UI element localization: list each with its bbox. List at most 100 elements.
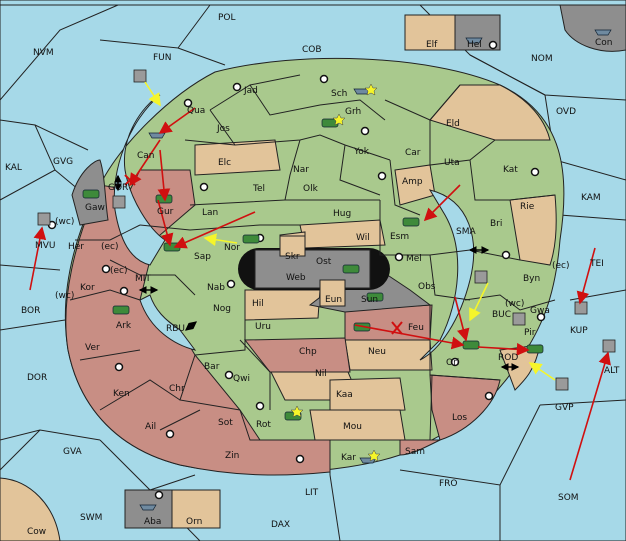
land-label: Jos xyxy=(216,124,230,134)
land-label: Rot xyxy=(256,420,271,430)
land-label: Amp xyxy=(402,177,423,187)
land-label: Nar xyxy=(293,165,309,175)
tank-icon xyxy=(402,217,420,227)
land-label: Cow xyxy=(27,527,46,537)
supply-center-icon xyxy=(319,74,329,84)
land-label: Pir xyxy=(524,328,536,338)
land-label: Nab xyxy=(207,283,225,293)
supply-center-icon xyxy=(295,454,305,464)
land-label: Hil xyxy=(252,299,264,309)
sea-label: RBU xyxy=(166,324,185,334)
tank-icon xyxy=(342,264,360,274)
land-label: Aba xyxy=(144,517,161,527)
sea-label-layer: POL NVM FUN COB NOM OVD KAL GVG KAM SMA … xyxy=(5,13,604,530)
land-label: Ail xyxy=(145,422,156,432)
sea-label: SMA xyxy=(456,227,476,237)
land-label: Olk xyxy=(303,184,319,194)
supply-center-icon xyxy=(377,171,387,181)
sea-label: BUC xyxy=(492,310,511,320)
sea-label: COB xyxy=(302,45,322,55)
land-label: Hel xyxy=(467,40,482,50)
order-arrows xyxy=(29,107,611,481)
land-label: Orl xyxy=(446,358,459,368)
inner-sea-east xyxy=(419,189,475,361)
star-icon xyxy=(364,83,378,96)
land-label: Chp xyxy=(299,347,317,357)
supply-center-icon xyxy=(119,286,129,296)
supply-center-icon xyxy=(488,40,498,50)
supply-center-icon xyxy=(536,312,546,322)
land-label: ALT xyxy=(604,366,620,376)
land-label: Neu xyxy=(368,347,386,357)
land-label: Ost xyxy=(316,257,332,267)
land-label: Eun xyxy=(325,295,342,305)
sea-label: KAM xyxy=(581,193,601,203)
supply-center-icon xyxy=(255,401,265,411)
land-label: Gaw xyxy=(85,203,105,213)
land-label: Zin xyxy=(225,451,239,461)
land-label: Feu xyxy=(408,323,424,333)
land-label: Los xyxy=(452,413,467,423)
supply-center-icon xyxy=(232,82,242,92)
sea-label: MIT xyxy=(135,274,151,284)
ghost-unit-icon xyxy=(133,69,147,83)
land-label: MVU xyxy=(35,241,56,251)
tank-icon xyxy=(526,344,544,354)
supply-center-icon xyxy=(224,370,234,380)
land-label: Kar xyxy=(341,453,356,463)
supply-center-icon xyxy=(226,279,236,289)
sea-label: SOM xyxy=(558,493,579,503)
land-label: Eld xyxy=(446,119,460,129)
land-label: KUP xyxy=(570,326,588,336)
land-label: Hug xyxy=(333,209,351,219)
sea-label: TEI xyxy=(589,259,604,269)
land-label: Grh xyxy=(345,107,361,117)
land-label: Tel xyxy=(252,184,265,194)
land-label: Con xyxy=(595,38,613,48)
land-label: Wil xyxy=(356,233,370,243)
supply-center-icon xyxy=(450,357,460,367)
land-label: Sap xyxy=(194,252,211,262)
land-label: Lan xyxy=(202,208,218,218)
sea-label: BOR xyxy=(21,306,40,316)
land-label: Kor xyxy=(80,283,95,293)
sea-label: (wc) xyxy=(505,299,524,309)
star-icon xyxy=(367,449,381,462)
supply-center-icon xyxy=(101,264,111,274)
land-label: Qwi xyxy=(233,374,250,384)
tank-icon xyxy=(242,234,260,244)
land-label: Orn xyxy=(186,517,202,527)
failed-order-marks xyxy=(124,174,403,335)
ghost-unit-icon xyxy=(112,195,126,209)
land-label: Elf xyxy=(426,40,438,50)
tank-icon xyxy=(112,305,130,315)
land-label: Nog xyxy=(213,304,231,314)
sea-label: GVA xyxy=(63,447,83,457)
land-label: Bar xyxy=(204,362,220,372)
supply-center-icon xyxy=(183,98,193,108)
land-label: Sam xyxy=(405,447,425,457)
land-label: Sun xyxy=(361,295,378,305)
land-label: GOR xyxy=(108,183,128,193)
ship-icon xyxy=(148,132,166,139)
inner-sea-west xyxy=(113,94,166,266)
support-arrows xyxy=(144,81,556,381)
supply-center-icon xyxy=(154,490,164,500)
ghost-unit-icon xyxy=(555,377,569,391)
land-label: Esm xyxy=(390,232,409,242)
sea-label: FUN xyxy=(153,53,172,63)
land-label: Yok xyxy=(353,147,370,157)
sea-label: DOR xyxy=(27,373,47,383)
land-label: Skr xyxy=(285,252,300,262)
land-label: Car xyxy=(405,148,421,158)
sea-label: KAL xyxy=(5,163,22,173)
tank-icon xyxy=(163,242,181,252)
ship-icon xyxy=(594,29,612,36)
sea-label: DAX xyxy=(271,520,290,530)
sea-label: SWM xyxy=(80,513,102,523)
supply-center-icon xyxy=(530,167,540,177)
land-label: Bri xyxy=(490,219,502,229)
land-label: Rie xyxy=(520,202,535,212)
